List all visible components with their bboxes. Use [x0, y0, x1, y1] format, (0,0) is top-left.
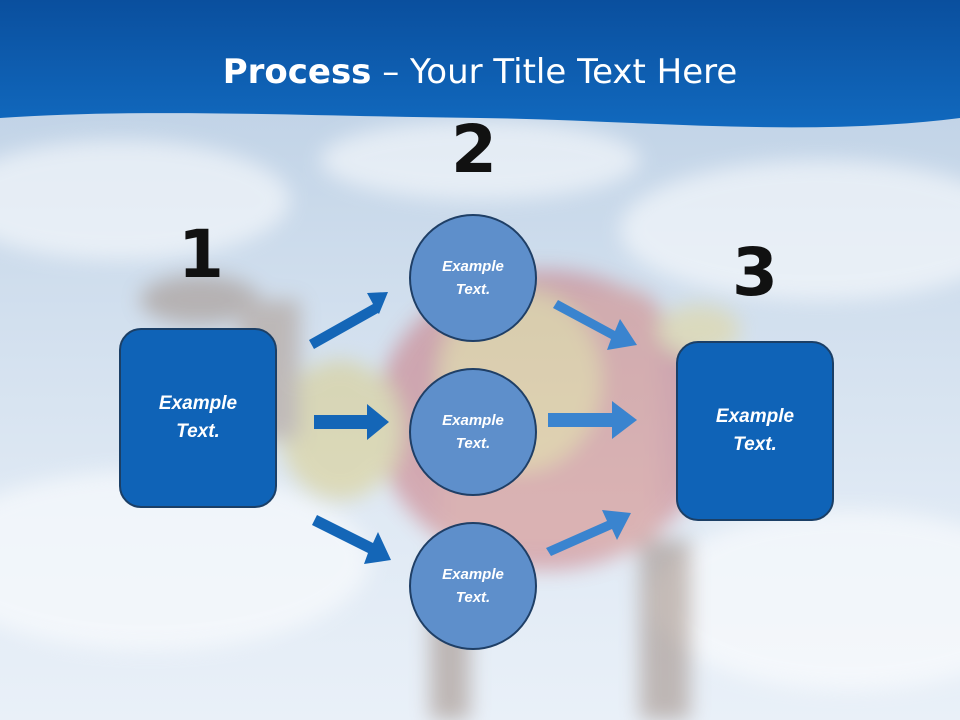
circle-bottom-label: Example Text.	[442, 565, 504, 606]
slide-title: Process – Your Title Text Here	[0, 52, 960, 92]
arrow-left-to-mid	[314, 404, 389, 440]
circle-bottom: Example Text.	[409, 522, 537, 650]
arrow-top-to-right	[553, 300, 637, 350]
arrow-bottom-to-right	[546, 510, 631, 556]
title-rest: – Your Title Text Here	[371, 52, 738, 92]
step-number-3: 3	[732, 234, 778, 311]
circle-middle-label: Example Text.	[442, 411, 504, 452]
circle-top-label: Example Text.	[442, 257, 504, 298]
step-number-1: 1	[178, 216, 224, 293]
title-bold: Process	[222, 52, 372, 92]
left-step-label: Example Text.	[158, 392, 238, 443]
right-step-label: Example Text.	[715, 405, 795, 456]
right-step-box: Example Text.	[676, 341, 834, 521]
circle-top: Example Text.	[409, 214, 537, 342]
left-step-box: Example Text.	[119, 328, 277, 508]
step-number-2: 2	[451, 111, 497, 188]
arrow-left-to-top	[309, 292, 388, 349]
arrow-mid-to-right	[548, 401, 637, 439]
circle-middle: Example Text.	[409, 368, 537, 496]
arrow-left-to-bottom	[312, 515, 391, 564]
